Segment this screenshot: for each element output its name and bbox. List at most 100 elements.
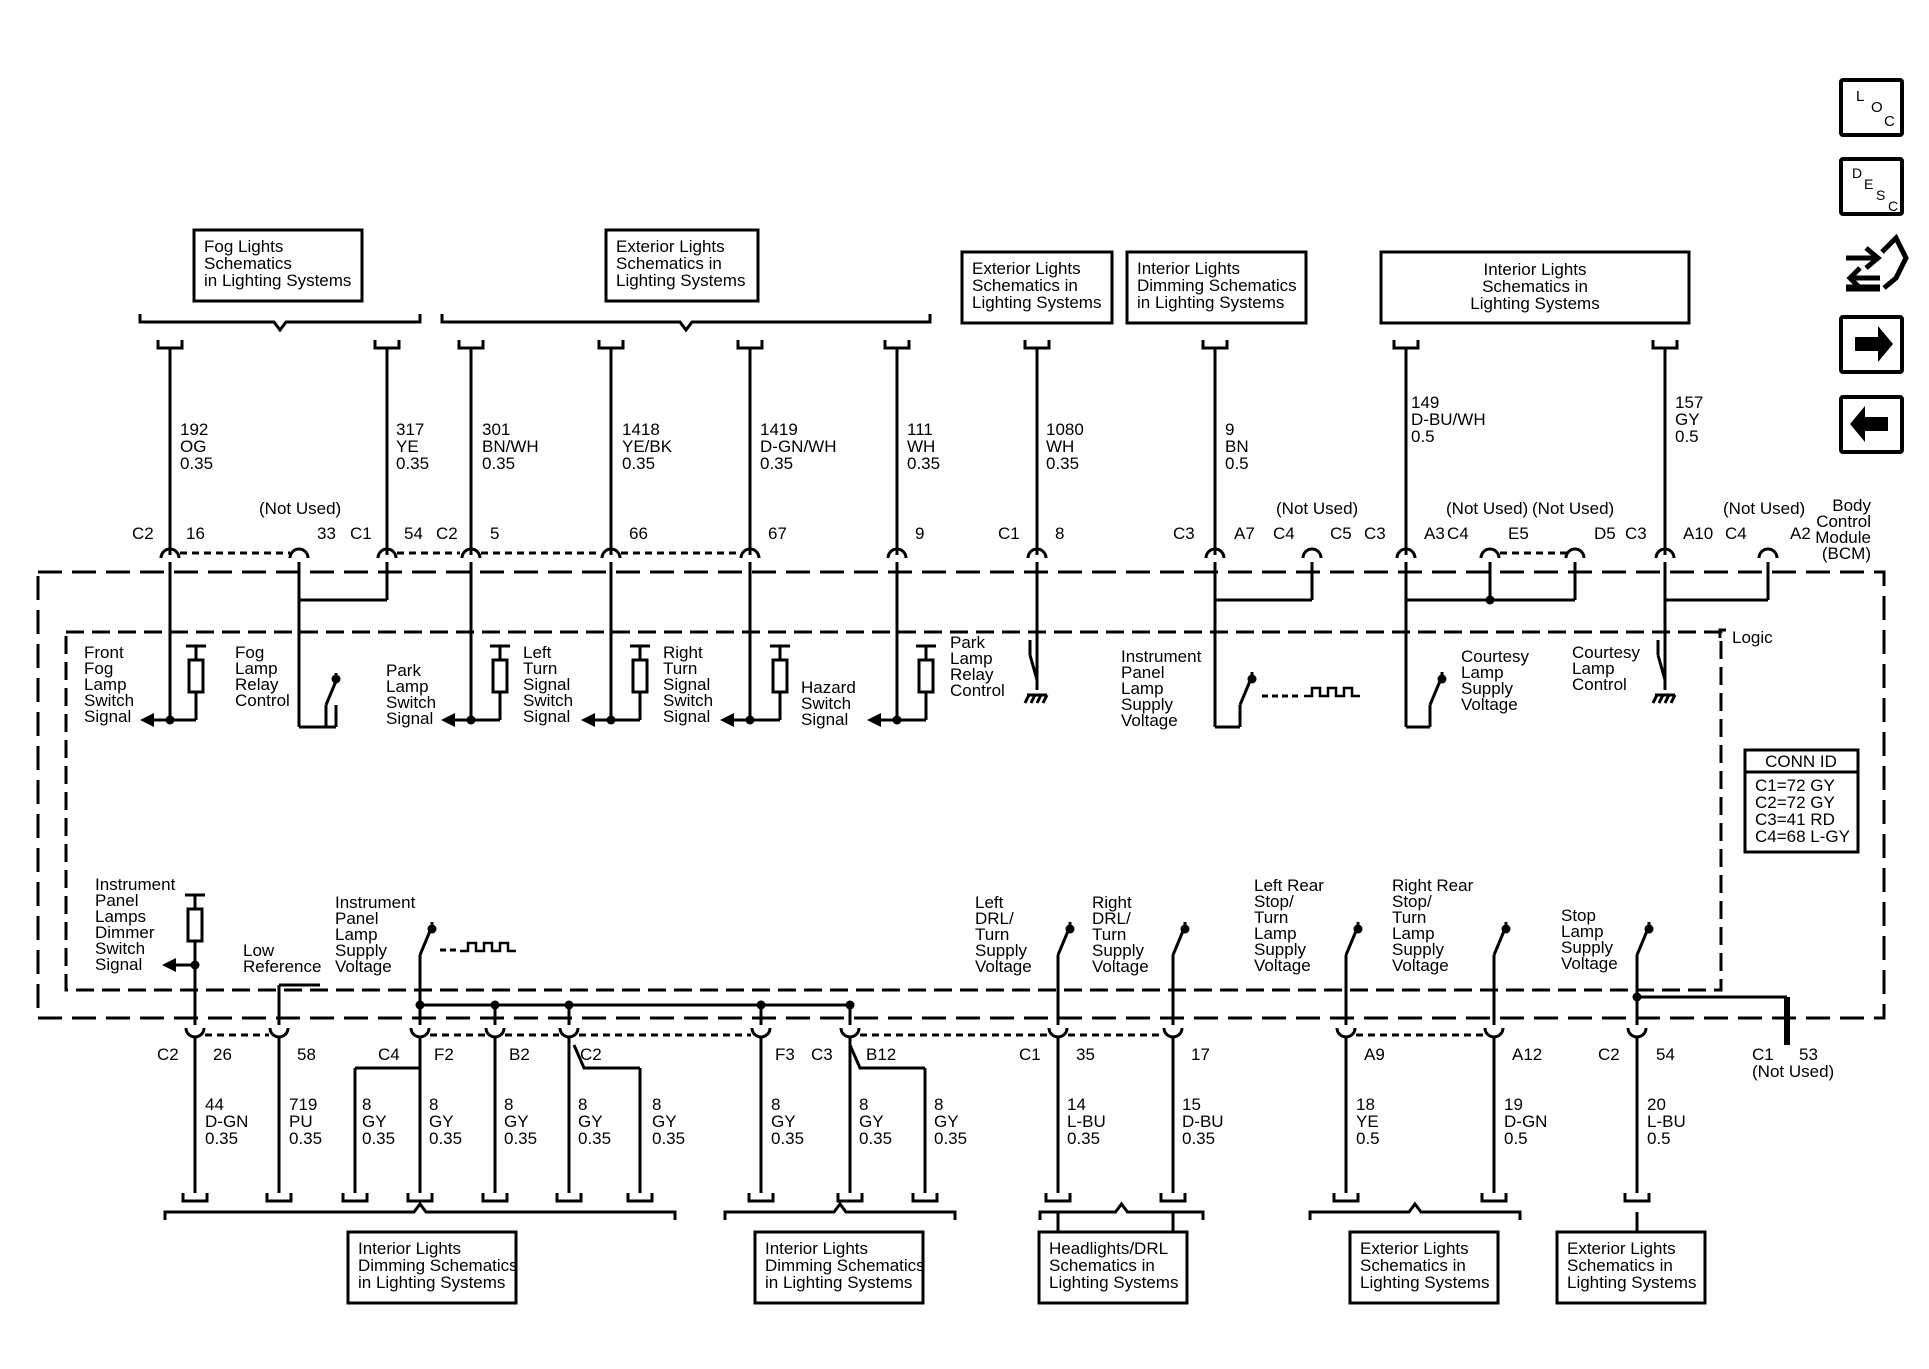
connector-id: C3 [811, 1045, 833, 1064]
signal-label-right-turn: Signal [663, 707, 710, 726]
signal-label-left-rear-stop: Turn [1254, 908, 1288, 927]
conn-id-line: C2=72 GY [1755, 793, 1835, 812]
pin-number: F3 [775, 1045, 795, 1064]
ref-box-fog-lights-text: Fog Lights [204, 237, 283, 256]
signal-label-courtesy-control: Control [1572, 675, 1627, 694]
ref-box-exterior-lights-rear-text: Lighting Systems [1360, 1273, 1489, 1292]
wire-color-code: YE [396, 437, 419, 456]
wire-color-code: OG [180, 437, 206, 456]
wire-gauge: 0.5 [1225, 454, 1249, 473]
output-switch [1344, 930, 1358, 956]
pullup-resistor [631, 658, 649, 694]
ref-box-exterior-lights-rear [1348, 1230, 1500, 1305]
pin-number: 16 [186, 524, 205, 543]
desc-letter: S [1876, 187, 1885, 203]
ref-box-exterior-lights-rear-text: Exterior Lights [1360, 1239, 1469, 1258]
wire-circuit-number: 317 [396, 420, 424, 439]
connector-id: C1 [998, 524, 1020, 543]
bottom-connector-pin [409, 1027, 431, 1039]
input-arrow [720, 713, 734, 727]
signal-label-left-rear-stop: Voltage [1254, 956, 1311, 975]
signal-label-right-drl: Voltage [1092, 957, 1149, 976]
signal-label-ip-supply: Panel [1121, 663, 1164, 682]
signal-label-left-rear-stop: Stop/ [1254, 892, 1294, 911]
ref-box-exterior-lights-stop-text: Lighting Systems [1567, 1273, 1696, 1292]
wire-circuit-number: 8 [429, 1095, 438, 1114]
signal-label-low-reference: Low [243, 941, 275, 960]
harness-connector [1651, 340, 1679, 350]
wrench-schematic-icon[interactable] [1846, 233, 1909, 292]
back-arrow-button[interactable] [1839, 395, 1904, 454]
signal-label-right-turn: Switch [663, 691, 713, 710]
wire-gauge: 0.35 [622, 454, 655, 473]
signal-label-left-drl: Voltage [975, 957, 1032, 976]
wire-circuit-number: 149 [1411, 393, 1439, 412]
wire-circuit-number: 20 [1647, 1095, 1666, 1114]
desc-letter: D [1852, 165, 1862, 181]
signal-label-ip-supply-bottom: Voltage [335, 957, 392, 976]
wire-circuit-number: 8 [934, 1095, 943, 1114]
signal-label-fog-relay: Lamp [235, 659, 278, 678]
ground-symbol [1651, 694, 1659, 704]
ground-symbol [1023, 694, 1031, 704]
ref-box-interior-lights-text: Interior Lights [1484, 260, 1587, 279]
not-used-label: (Not Used) [1276, 499, 1358, 518]
harness-connector [1480, 1193, 1508, 1203]
signal-label-stop-lamp: Voltage [1561, 954, 1618, 973]
pin-number: A12 [1512, 1045, 1542, 1064]
signal-label-left-drl: Left [975, 893, 1004, 912]
harness-connector [736, 340, 764, 350]
signal-label-stop-lamp: Supply [1561, 938, 1613, 957]
forward-arrow-button[interactable] [1839, 315, 1904, 374]
signal-label-park-switch: Switch [386, 693, 436, 712]
signal-label-hazard: Signal [801, 710, 848, 729]
not-used-label: (Not Used) [1532, 499, 1614, 518]
pullup-resistor [186, 907, 204, 943]
ref-box-exterior-lights [604, 228, 760, 303]
loc-button[interactable]: LOC [1839, 78, 1904, 137]
signal-label-park-relay: Lamp [950, 649, 993, 668]
pin-number: 53 [1799, 1045, 1818, 1064]
pin-number: B12 [866, 1045, 896, 1064]
park-relay-switch [1028, 654, 1039, 681]
pin-number: A10 [1683, 524, 1713, 543]
wire-gauge: 0.35 [907, 454, 940, 473]
signal-label-right-rear-stop: Stop/ [1392, 892, 1432, 911]
pin-number: C5 [1330, 524, 1352, 543]
bcm-module-outline [36, 570, 1886, 1020]
loc-letter: L [1856, 88, 1864, 105]
not-used-label: (Not Used) [259, 499, 341, 518]
ref-box-interior-dimming-text: in Lighting Systems [1137, 293, 1284, 312]
top-connector-pin [1654, 547, 1676, 559]
ref-box-exterior-lights-rear-text: Schematics in [1360, 1256, 1466, 1275]
module-name: Module [1815, 528, 1871, 547]
signal-label-right-rear-stop: Turn [1392, 908, 1426, 927]
signal-label-right-rear-stop: Right Rear [1392, 876, 1474, 895]
courtesy-control-switch [1656, 654, 1667, 681]
wire-circuit-number: 15 [1182, 1095, 1201, 1114]
bottom-connector-pin [839, 1027, 861, 1039]
ground-symbol [1035, 694, 1043, 704]
pullup-resistor [771, 658, 789, 694]
output-switch [1492, 930, 1506, 956]
input-arrow [441, 713, 455, 727]
connector-id: C2 [436, 524, 458, 543]
wire-color-code: GY [1675, 410, 1700, 429]
conn-id-line: C4=68 L-GY [1755, 827, 1850, 846]
ref-box-interior-dimming-a-text: Interior Lights [358, 1239, 461, 1258]
pwm-signal-symbol [460, 941, 516, 953]
ref-box-fog-lights-text: in Lighting Systems [204, 271, 351, 290]
wire-circuit-number: 8 [771, 1095, 780, 1114]
signal-label-dimmer: Instrument [95, 875, 176, 894]
signal-label-dimmer: Dimmer [95, 923, 155, 942]
harness-connector [265, 1193, 293, 1203]
signal-label-left-turn: Switch [523, 691, 573, 710]
signal-label-park-switch: Signal [386, 709, 433, 728]
branch-wire [848, 1044, 925, 1070]
wire-color-code: D-GN/WH [760, 437, 836, 456]
wire-circuit-number: 8 [578, 1095, 587, 1114]
ref-box-exterior-lights-text: Schematics in [616, 254, 722, 273]
signal-label-ip-supply: Voltage [1121, 711, 1178, 730]
pin-number: 35 [1076, 1045, 1095, 1064]
